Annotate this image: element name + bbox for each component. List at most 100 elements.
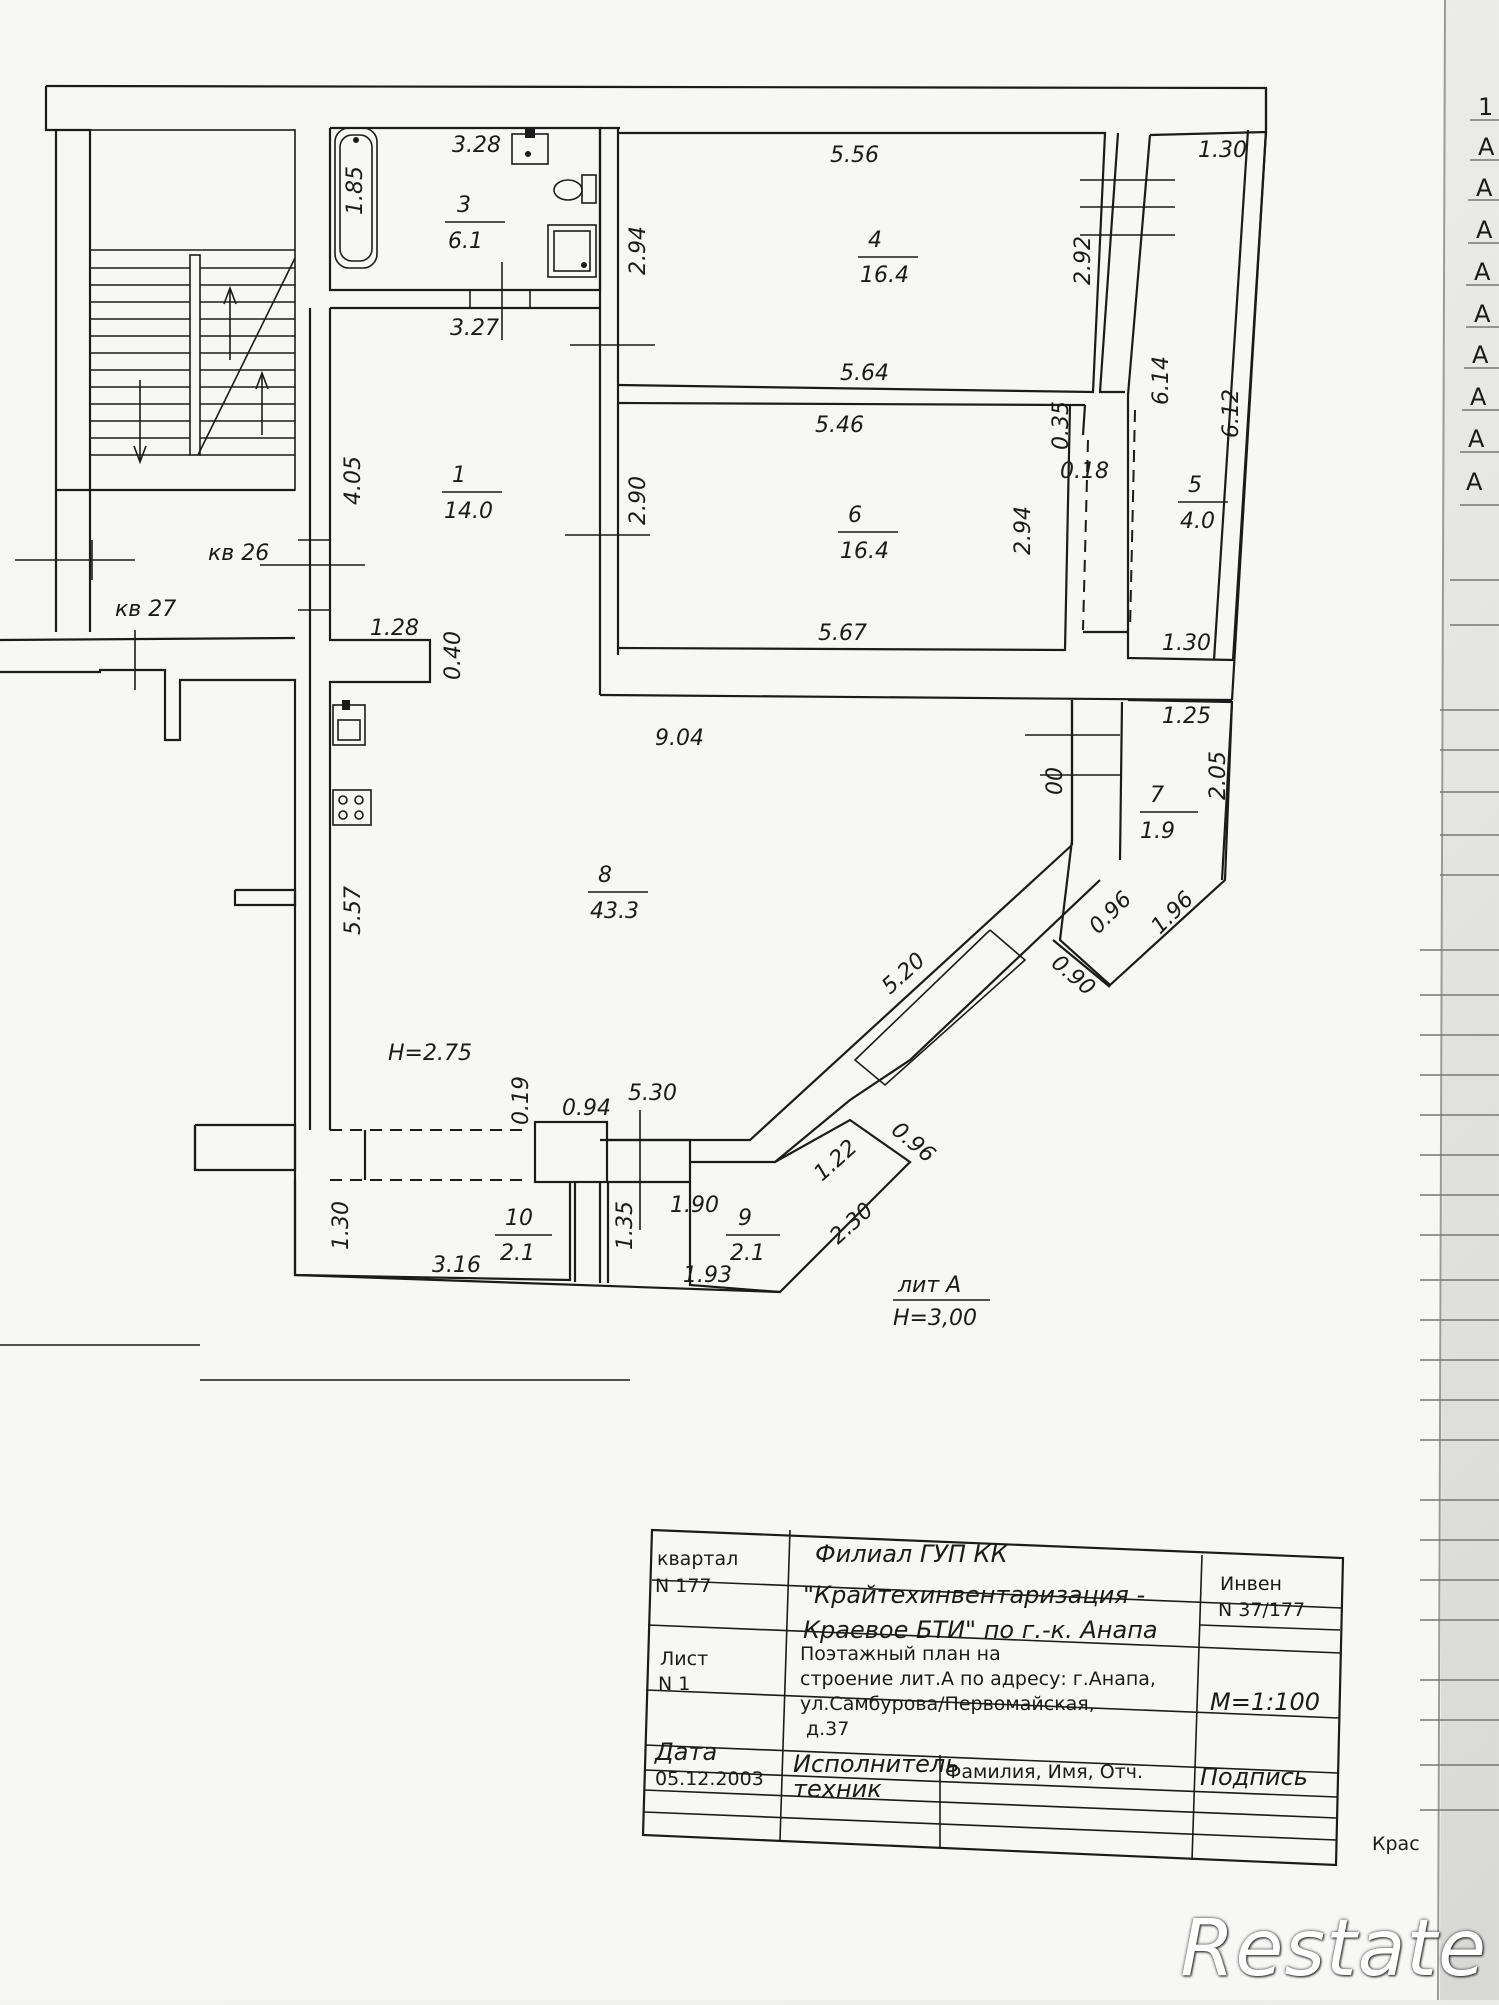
toilet-icon [553,174,597,204]
signature-label: Подпись [1200,1763,1308,1791]
kvartal-label: квартал [657,1548,738,1570]
title-block-text: квартал N 177 Филиал ГУП КК "Крайтехинве… [654,1540,1320,1803]
room-area: 6.1 [448,229,483,254]
sheet-label: Лист [660,1648,708,1670]
room-area: 4.0 [1180,509,1215,534]
room10-walls [293,1180,572,1282]
dim-label: 5.67 [818,621,867,646]
dim-label: 00 [1043,767,1068,795]
apartment-label: кв 27 [115,597,176,622]
description: строение лит.А по адресу: г.Анапа, [800,1668,1156,1690]
dim-label: 1.30 [329,1201,354,1250]
date-label: Дата [654,1738,717,1766]
stove-icon [332,789,372,826]
kitchen-sink-icon [332,700,366,746]
fio-label: Фамилия, Имя, Отч. [945,1761,1143,1783]
bottom-wall [294,1273,781,1294]
dim-label: 2.05 [1206,751,1231,800]
kvartal-value: N 177 [655,1575,712,1597]
corner-text: Крас [1372,1833,1420,1855]
dim-label: 2.92 [1071,236,1096,285]
side-letter: A [1474,300,1491,328]
room-number: 9 [738,1206,752,1231]
letter-label: лит А [897,1273,961,1298]
dim-label: 1.30 [1198,138,1247,163]
dim-label: 3.27 [450,316,499,341]
ceiling-height: H=2.75 [388,1041,472,1066]
room-number: 10 [505,1206,533,1231]
dim-label: 9.04 [655,726,704,751]
side-letters: 1 A A A A A A A A A [1466,93,1495,496]
org-name: "Крайтехинвентаризация - [803,1581,1145,1609]
room-number: 7 [1150,783,1164,808]
side-letter: 1 [1478,93,1493,121]
dim-label: 0.19 [509,1076,534,1125]
date-value: 05.12.2003 [655,1768,764,1790]
room5-walls [1126,130,1268,662]
sheet-value: N 1 [658,1673,690,1695]
paper-edge [1437,0,1446,2001]
dim-label: 3.16 [432,1253,481,1278]
side-letter: A [1470,383,1487,411]
shower-tray-icon [547,224,597,278]
corridor-wall-lower [0,668,297,1275]
side-letter: A [1478,133,1495,161]
dim-label: 5.64 [840,361,889,386]
room-number: 1 [452,463,466,488]
dim-label: 0.18 [1060,459,1109,484]
paper [0,0,1445,2000]
dim-label: 4.05 [341,456,366,505]
dashed-partition [1082,439,1089,631]
room-number: 5 [1188,473,1202,498]
dim-label: 5.56 [830,143,879,168]
dim-label: 2.94 [626,226,651,275]
wall-stub [233,888,297,907]
side-letter: A [1472,341,1489,369]
dim-label: 1.28 [370,616,419,641]
side-letter: A [1474,258,1491,286]
outer-right-wall [1230,129,1268,701]
corridor-wall [0,636,296,642]
title-block [641,1528,1345,1867]
hall-top-wall [599,693,1233,702]
dim-label: 5.46 [815,413,864,438]
dim-label: 6.12 [1219,389,1244,438]
org-name: Филиал ГУП КК [815,1540,1009,1568]
executor-value: техник [793,1775,882,1803]
room-area: 2.1 [730,1241,765,1266]
room-number: 6 [848,503,862,528]
scale: М=1:100 [1210,1688,1320,1716]
inventory-label: Инвен [1220,1573,1282,1595]
dim-label: 1.25 [1162,704,1211,729]
window [853,929,1027,1087]
side-letter: A [1476,216,1493,244]
dim-label: 0.40 [441,631,466,680]
restate-watermark: Restate [1180,1904,1487,1994]
dim-label: 1.85 [343,166,368,215]
bathtub-icon [334,127,378,269]
executor-label: Исполнитель [793,1750,959,1778]
dim-label: 5.57 [341,886,366,935]
dim-label: 1.93 [683,1263,732,1288]
description: Поэтажный план на [800,1643,1001,1665]
dim-label: 2.90 [626,476,651,525]
room-area: 16.4 [860,263,909,288]
side-letter: A [1466,468,1483,496]
dim-label: 1.30 [1162,631,1211,656]
room-area: 16.4 [840,539,889,564]
description: ул.Самбурова/Первомайская, [800,1693,1095,1715]
side-letter: A [1476,174,1493,202]
sink-icon [511,128,549,165]
room-number: 8 [598,863,612,888]
inventory-value: N 37/177 [1218,1599,1305,1621]
side-ruled-lines [1420,119,1499,1811]
dashed-partition [1129,409,1136,631]
room-number: 3 [457,193,471,218]
diagonal-wall-lower [690,879,1101,1164]
dim-label: 5.30 [628,1081,677,1106]
dim-label: 6.14 [1149,356,1174,405]
apartment-label: кв 26 [208,541,269,566]
wall [1098,132,1125,394]
